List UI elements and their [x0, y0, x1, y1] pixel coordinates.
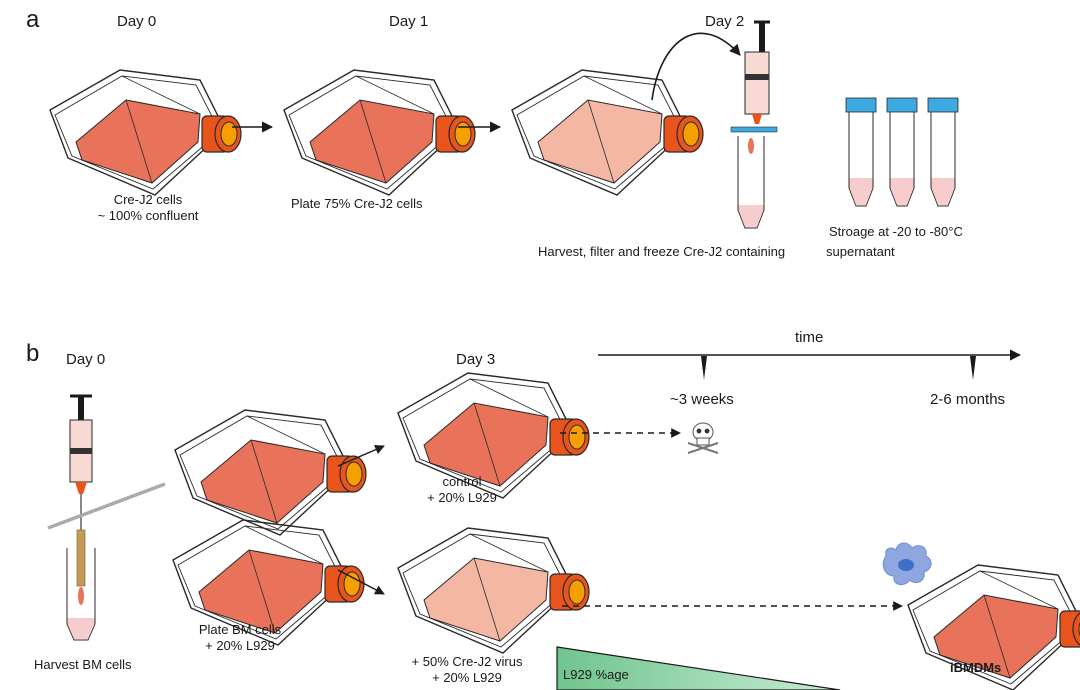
- caption-harvest-bm: Harvest BM cells: [34, 657, 132, 672]
- caption-plate-bm-l929: + 20% L929: [205, 638, 275, 653]
- day3-label: Day 3: [456, 351, 496, 368]
- timeline-tick: [701, 356, 707, 380]
- arrow-icon: [337, 445, 385, 467]
- day1-label: Day 1: [389, 13, 429, 30]
- result-ibmdms: iBMDMs: [950, 660, 1002, 675]
- flask-icon: [283, 69, 476, 196]
- flask-icon: [49, 69, 242, 196]
- panel-a: [49, 20, 959, 229]
- caption-plate-bm: Plate BM cells: [198, 622, 282, 637]
- timeline-label: time: [795, 329, 824, 346]
- tick-3-weeks: ~3 weeks: [670, 391, 734, 408]
- falcon-tube-icon: [66, 548, 96, 641]
- flask-icon: [174, 409, 367, 536]
- flask-icon: [397, 527, 590, 654]
- caption-harvest-filter: Harvest, filter and freeze Cre-J2 contai…: [538, 244, 786, 259]
- syringe-icon: [47, 394, 166, 605]
- skull-icon: [687, 422, 719, 454]
- syringe-icon: [730, 20, 778, 154]
- caption-supernatant: supernatant: [826, 244, 895, 259]
- caption-control-l929: + 20% L929: [427, 490, 497, 505]
- gradient-label: L929 %age: [563, 667, 629, 682]
- panel-b-letter: b: [26, 340, 40, 367]
- tick-2-6-months: 2-6 months: [930, 391, 1006, 408]
- flask-icon: [511, 69, 704, 196]
- caption-control: control: [442, 474, 482, 489]
- caption-virus-l929: + 20% L929: [432, 670, 502, 685]
- caption-virus: + 50% Cre-J2 virus: [411, 654, 523, 669]
- timeline-tick: [970, 356, 976, 380]
- panel-a-letter: a: [26, 6, 40, 33]
- falcon-tube-icon: [886, 97, 918, 207]
- falcon-tube-icon: [737, 136, 765, 229]
- panel-b: [47, 349, 1080, 690]
- arrow-icon: [651, 32, 741, 101]
- caption-confluent: ~ 100% confluent: [97, 208, 199, 223]
- falcon-tube-icon: [845, 97, 877, 207]
- arrow-icon: [337, 569, 385, 595]
- macrophage-icon: [882, 542, 932, 586]
- caption-storage: Stroage at -20 to -80°C: [829, 224, 963, 239]
- falcon-tube-icon: [927, 97, 959, 207]
- day2-label: Day 2: [705, 13, 745, 30]
- caption-cre-j2-cells: Cre-J2 cells: [113, 192, 183, 207]
- day0-label: Day 0: [117, 13, 157, 30]
- l929-gradient: [556, 646, 841, 690]
- caption-plate-cre-j2: Plate 75% Cre-J2 cells: [291, 196, 423, 211]
- day0-label: Day 0: [66, 351, 106, 368]
